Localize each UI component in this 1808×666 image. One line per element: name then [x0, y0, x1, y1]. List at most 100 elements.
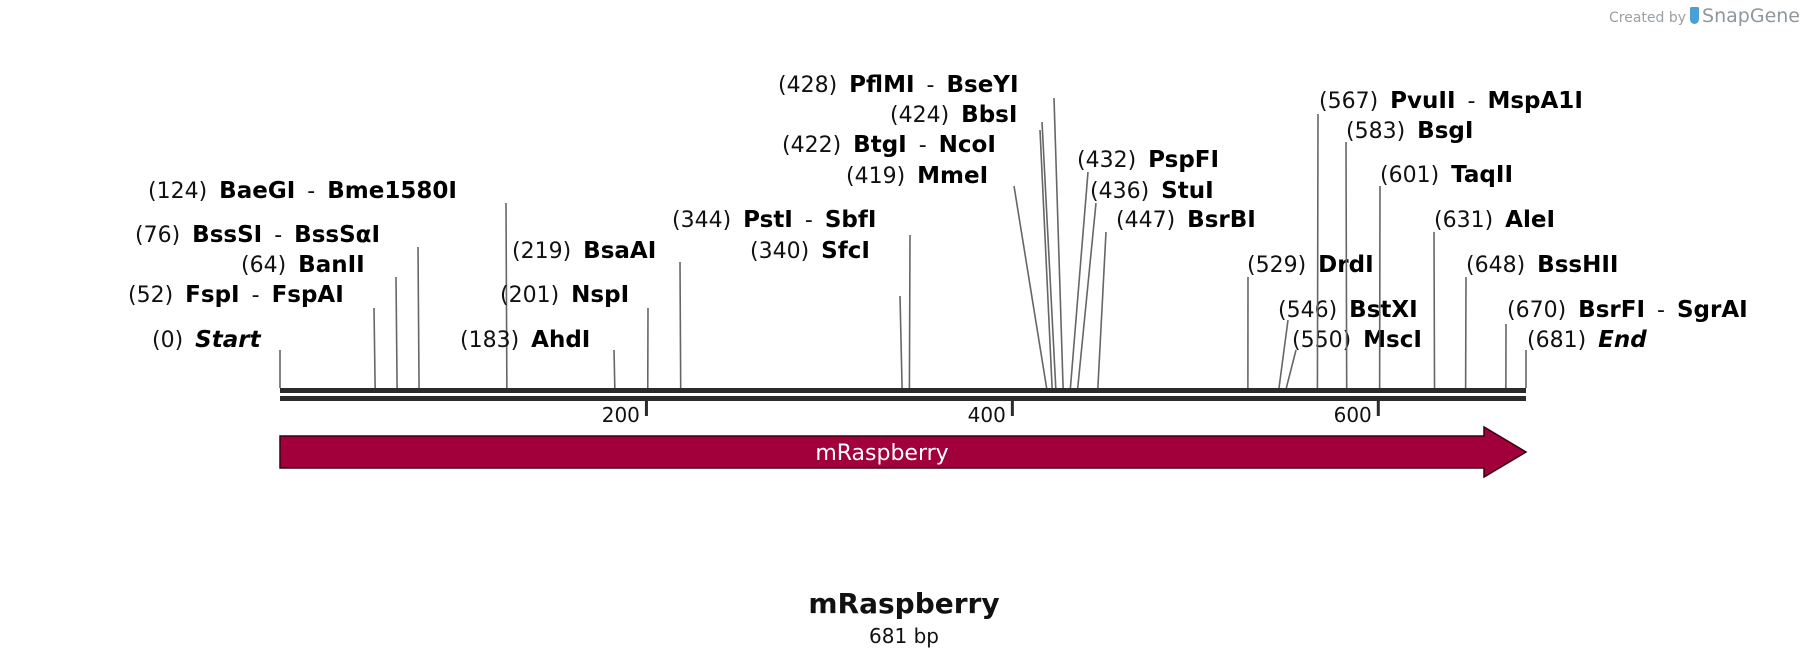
site-label: (428)PflMI-BseYI [778, 72, 1019, 98]
site-connector [1316, 113, 1319, 389]
restriction-sites: (0) Start(52)FspI-FspAI (64) BanII (76) BssSI… [128, 72, 1748, 389]
site-label: (567)PvuII-MspA1I [1319, 88, 1583, 114]
site-label: (422)BtgI-NcoI [782, 132, 996, 158]
site-enzyme-name: FspAI [272, 282, 344, 308]
site-alei: (631)AleI [1433, 207, 1555, 389]
site-connector [908, 234, 911, 389]
site-connector [1069, 171, 1089, 389]
site-label: (183) AhdI [460, 327, 590, 353]
site-label: (546)BstXI [1278, 297, 1418, 323]
ruler-tick-label: 400 [968, 403, 1006, 427]
site-position: (76) [135, 223, 180, 248]
site-ahdi: (183) AhdI [460, 327, 616, 389]
site-label: (681)End [1527, 327, 1647, 353]
site-position: (419) [846, 164, 905, 189]
site-stui: (436) StuI [1076, 178, 1214, 389]
site-label: (631)AleI [1434, 207, 1555, 233]
site-enzyme-name: Start [195, 327, 261, 353]
site-position: (0) [152, 328, 183, 353]
site-separator: - [1468, 89, 1476, 114]
ruler-tick [644, 401, 648, 416]
site-connector [1278, 319, 1289, 389]
site-mmei: (419)MmeI [846, 163, 1048, 389]
site-separator: - [919, 133, 927, 158]
site-connector [1285, 349, 1297, 389]
site-enzyme-name: BbsI [961, 102, 1017, 128]
sequence-backbone [280, 388, 1526, 401]
site-enzyme-name: BanII [298, 252, 365, 278]
site-position: (340) [750, 239, 809, 264]
site-position: (201) [500, 283, 559, 308]
site-psti: (344)PstI-SbfI [672, 207, 911, 389]
ruler-tick-label: 600 [1334, 403, 1372, 427]
ruler-tick [1376, 401, 1380, 416]
site-position: (583) [1346, 119, 1405, 144]
site-position: (567) [1319, 89, 1378, 114]
site-label: (419)MmeI [846, 163, 988, 189]
site-connector [1041, 121, 1057, 389]
site-position: (447) [1116, 208, 1175, 233]
site-enzyme-name: BssSαI [294, 222, 380, 248]
site-connector [1053, 97, 1064, 389]
site-position: (546) [1278, 298, 1337, 323]
site-enzyme-name: BssSI [192, 222, 262, 248]
feature-label: mRaspberry [815, 441, 948, 466]
site-position: (424) [890, 103, 949, 128]
site-position: (183) [460, 328, 519, 353]
site-position: (550) [1292, 328, 1351, 353]
site-bsrfi: (670)BsrFI-SgrAI [1505, 297, 1748, 389]
site-bsshii: (648)BssHII [1464, 252, 1618, 389]
site-enzyme-name: Bme1580I [327, 178, 457, 204]
site-connector [613, 349, 616, 389]
site-bsssi: (76)BssSI-BssSαI [135, 222, 420, 389]
site-sfci: (340)SfcI [750, 238, 903, 389]
site-position: (529) [1247, 253, 1306, 278]
site-enzyme-name: BsrFI [1578, 297, 1645, 323]
site-fspi: (52)FspI-FspAI [128, 282, 376, 389]
site-start: (0) Start [152, 327, 281, 388]
site-enzyme-name: BseYI [946, 72, 1018, 98]
site-position: (436) [1090, 179, 1149, 204]
site-connector [417, 246, 420, 389]
site-label: (124)BaeGI-Bme1580I [148, 178, 457, 204]
site-enzyme-name: AhdI [531, 327, 590, 353]
snapgene-logo-icon [1690, 7, 1700, 24]
site-enzyme-name: TaqII [1451, 162, 1513, 188]
site-pspfi: (432)PspFI [1069, 147, 1219, 389]
site-separator: - [274, 223, 282, 248]
site-label: (583) BsgI [1346, 118, 1473, 144]
site-label: (64) BanII [241, 252, 365, 278]
site-enzyme-name: BsgI [1417, 118, 1473, 144]
site-connector [899, 295, 903, 389]
ruler-tick-label: 200 [602, 403, 640, 427]
site-position: (648) [1466, 253, 1525, 278]
site-enzyme-name: StuI [1161, 178, 1214, 204]
site-label: (201)NspI [500, 282, 629, 308]
site-position: (64) [241, 253, 286, 278]
credit-prefix: Created by [1609, 10, 1687, 26]
site-bsrbi: (447)BsrBI [1097, 207, 1256, 389]
site-enzyme-name: MscI [1363, 327, 1422, 353]
site-msci: (550) MscI [1285, 327, 1422, 389]
site-position: (601) [1380, 163, 1439, 188]
site-connector [1433, 231, 1436, 389]
site-label: (601) TaqII [1380, 162, 1513, 188]
site-bstxi: (546)BstXI [1278, 297, 1418, 389]
site-enzyme-name: PflMI [849, 72, 914, 98]
site-label: (648)BssHII [1466, 252, 1618, 278]
site-label: (436) StuI [1090, 178, 1214, 204]
site-banii: (64) BanII [241, 252, 398, 389]
site-position: (52) [128, 283, 173, 308]
site-connector [1013, 185, 1048, 389]
site-separator: - [1657, 298, 1665, 323]
site-separator: - [252, 283, 260, 308]
site-position: (670) [1507, 298, 1566, 323]
site-enzyme-name: BtgI [853, 132, 907, 158]
site-enzyme-name: NcoI [939, 132, 996, 158]
site-enzyme-name: End [1598, 327, 1647, 353]
feature-track: mRaspberry [279, 425, 1528, 479]
credit-brand: SnapGene [1702, 5, 1800, 27]
site-position: (344) [672, 208, 731, 233]
site-label: (344)PstI-SbfI [672, 207, 876, 233]
